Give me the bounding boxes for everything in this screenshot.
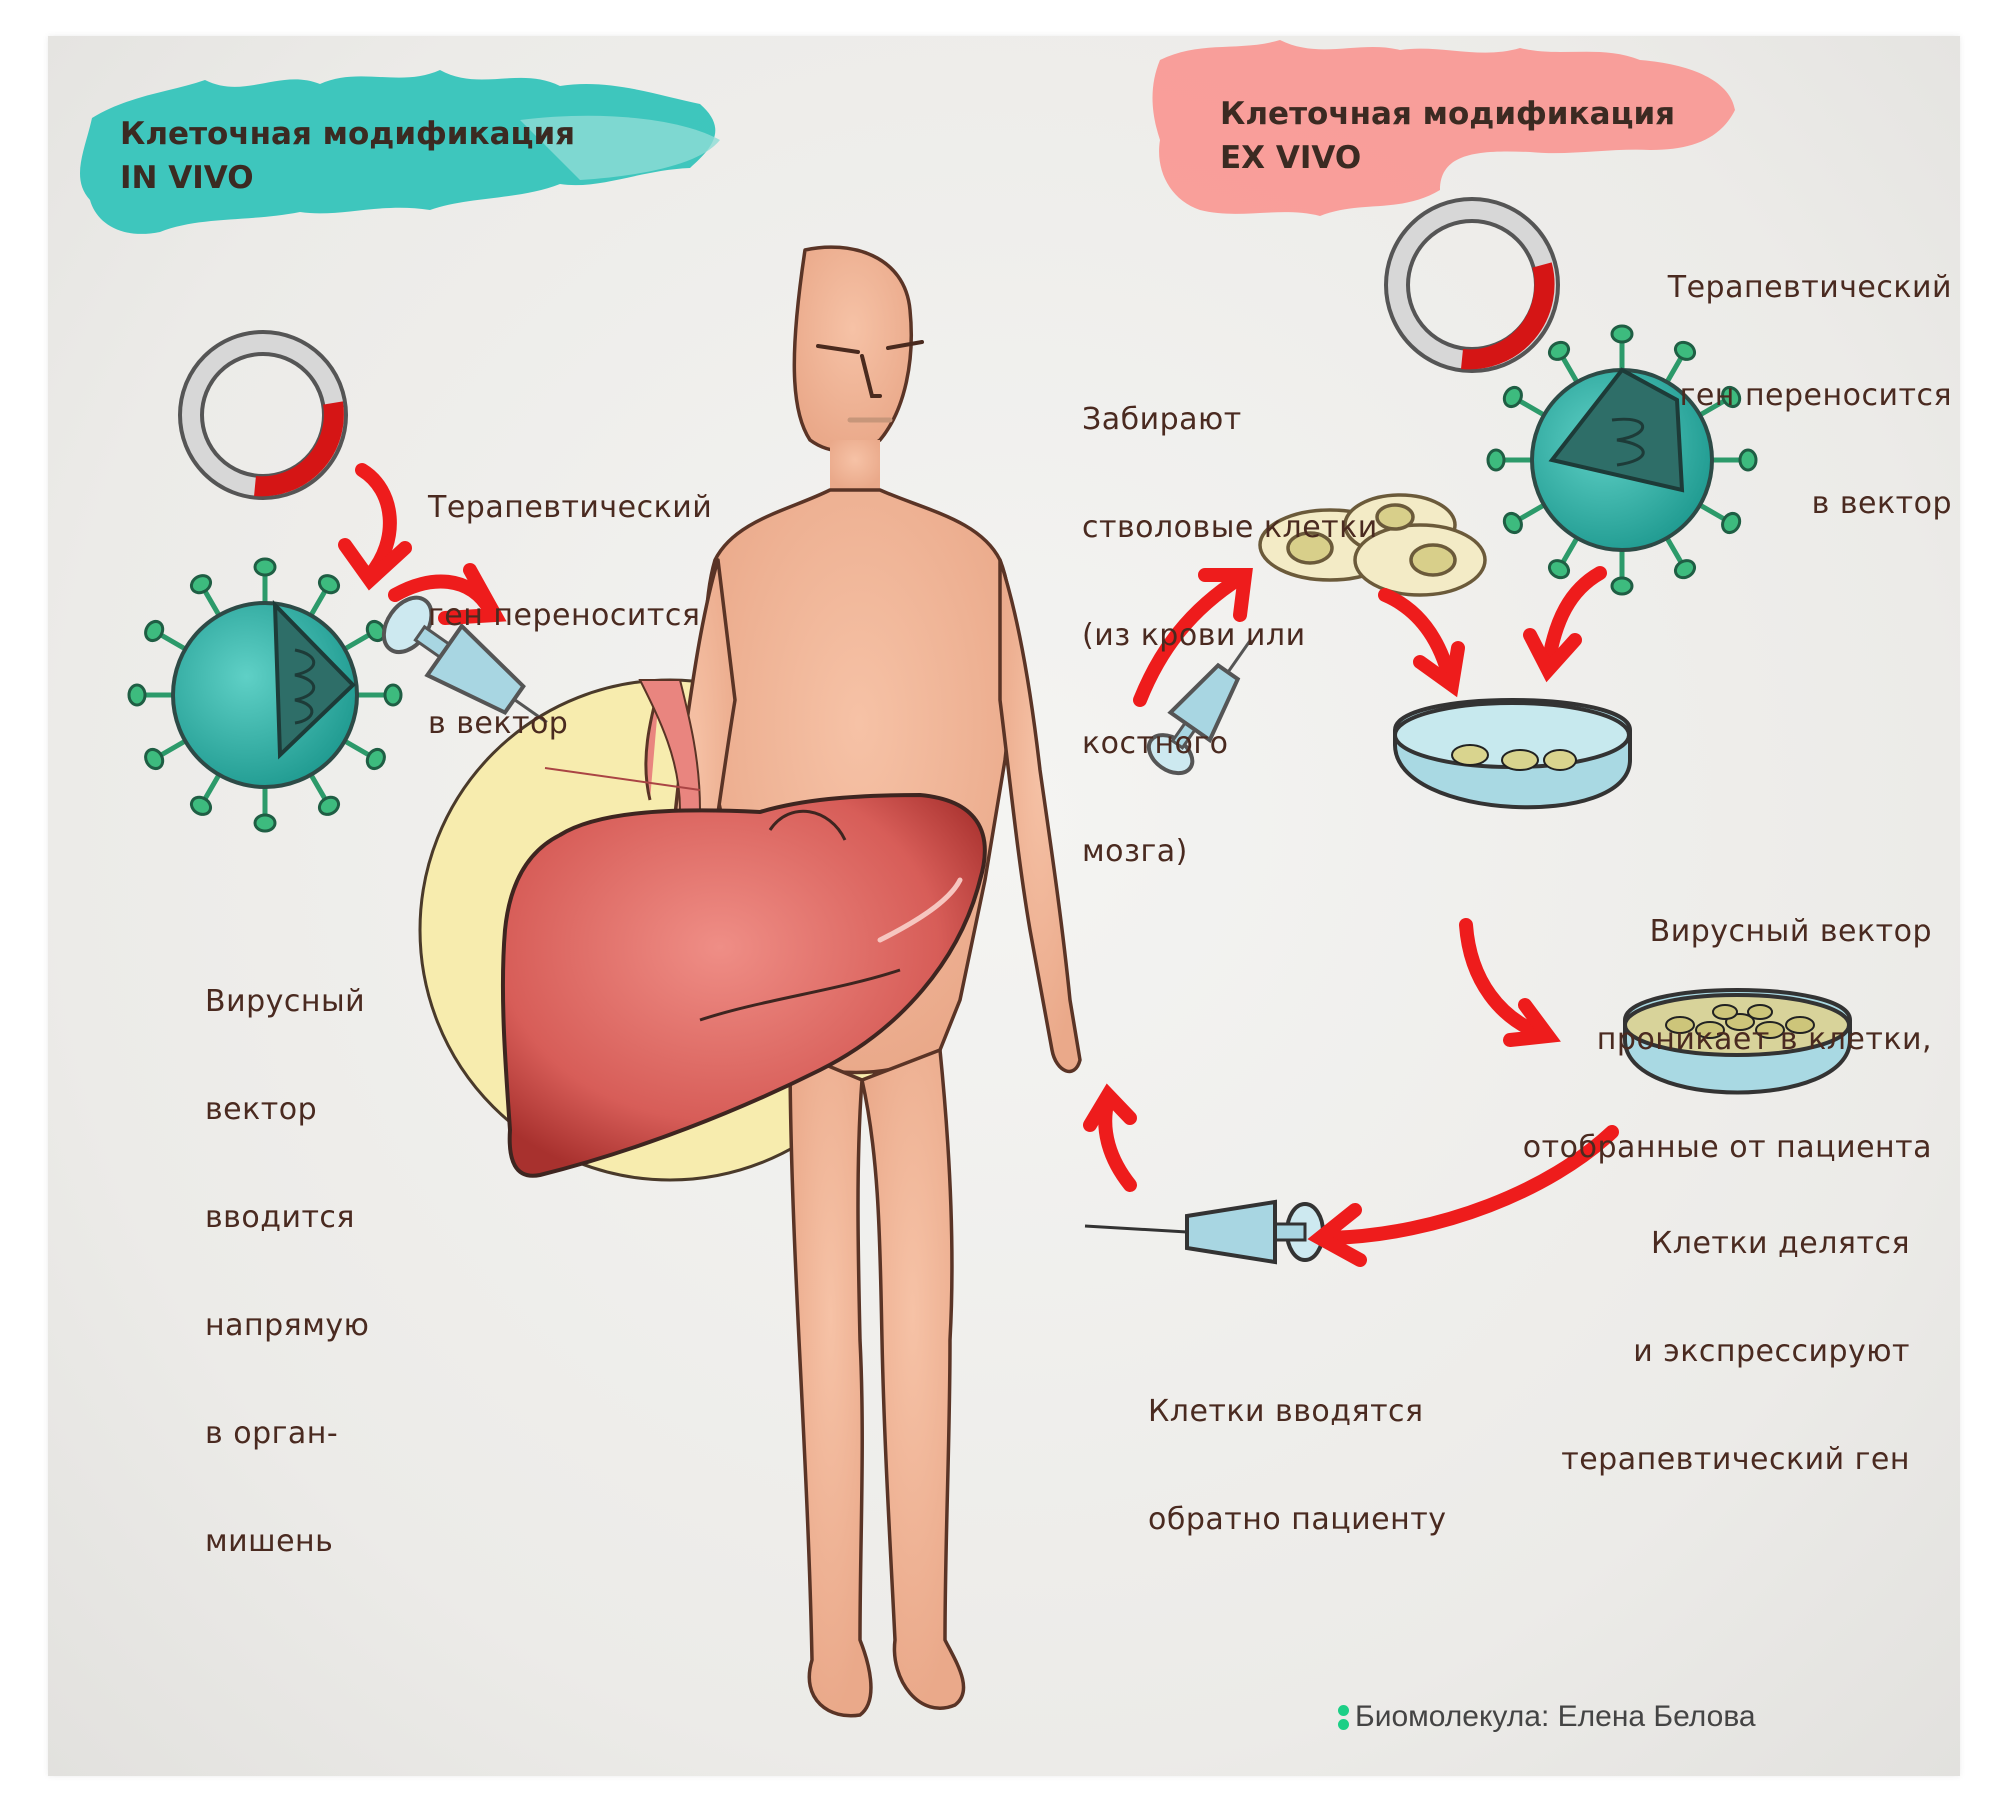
brand-dots-icon: [1338, 1704, 1349, 1730]
ex-vivo-header-brush: [1152, 40, 1735, 216]
caption-line: мишень: [205, 1524, 334, 1559]
ex-vivo-gene-transfer-caption: Терапевтический ген переносится в вектор: [1668, 198, 1952, 558]
syringe-reinfusion-icon: [1084, 1199, 1325, 1265]
caption-line: Клетки делятся: [1651, 1226, 1910, 1261]
caption-line: в орган-: [205, 1416, 339, 1451]
needle-line: [544, 767, 701, 791]
ex-vivo-harvest-caption: Забирают стволовые клетки (из крови или …: [1082, 330, 1378, 906]
credit: Биомолекула: Елена Белова: [1338, 1700, 1756, 1734]
caption-line: вектор: [205, 1092, 318, 1127]
arrow-cells-to-dish: [1378, 588, 1465, 698]
caption-line: Клетки вводятся: [1148, 1394, 1424, 1429]
ex-vivo-expansion-caption: Клетки делятся и экспрессируют терапевти…: [1561, 1154, 1910, 1514]
caption-line: обратно пациенту: [1148, 1502, 1447, 1537]
ex-vivo-header-line1: Клеточная модификация: [1220, 96, 1676, 132]
plasmid-ring-icon: [178, 330, 348, 500]
in-vivo-header-brush: [79, 70, 720, 234]
arrow-expansion-to-syringe: [1307, 1125, 1619, 1267]
caption-line: костного: [1082, 726, 1229, 761]
petri-dish-expanded-icon: [1623, 988, 1852, 1095]
ex-vivo-reinfusion-caption: Клетки вводятся обратно пациенту: [1148, 1322, 1446, 1574]
caption-line: Терапевтический: [428, 490, 713, 525]
caption-line: (из крови или: [1082, 618, 1306, 653]
caption-line: отобранные от пациента: [1522, 1130, 1932, 1165]
caption-line: Вирусный вектор: [1649, 914, 1932, 949]
arrow-head-virus-dish: [1523, 628, 1582, 683]
stem-cells-icon: [1258, 493, 1487, 597]
arrow-plasmid-to-virus: [338, 463, 412, 591]
caption-line: вводится: [205, 1200, 355, 1235]
ex-vivo-transduction-caption: Вирусный вектор проникает в клетки, отоб…: [1523, 842, 1932, 1202]
caption-line: Забирают: [1082, 402, 1242, 437]
caption-line: Терапевтический: [1667, 270, 1952, 305]
arrow-transduction-to-expansion: [1459, 918, 1561, 1047]
caption-line: в вектор: [1811, 486, 1952, 521]
in-vivo-header-line2: IN VIVO: [120, 160, 254, 196]
caption-line: проникает в клетки,: [1596, 1022, 1932, 1057]
caption-line: Вирусный: [205, 984, 366, 1019]
ex-vivo-header-line2: EX VIVO: [1220, 140, 1362, 176]
face-features: [816, 340, 924, 423]
in-vivo-header-line1: Клеточная модификация: [120, 116, 576, 152]
caption-line: терапевтический ген: [1561, 1442, 1910, 1477]
in-vivo-gene-transfer-caption: Терапевтический ген переносится в вектор: [428, 418, 712, 778]
caption-line: ген переносится: [1679, 378, 1952, 413]
paper-background: [48, 36, 1960, 1776]
in-vivo-injection-caption: Вирусный вектор вводится напрямую в орга…: [205, 912, 369, 1596]
caption-line: и экспрессируют: [1633, 1334, 1910, 1369]
arrow-syringe-to-body: [1083, 1083, 1137, 1192]
caption-line: напрямую: [205, 1308, 370, 1343]
caption-line: стволовые клетки: [1082, 510, 1378, 545]
plasmid-ring-icon-ex-vivo: [1384, 197, 1560, 373]
viral-vector-icon-ex-vivo: [1488, 326, 1756, 594]
liver-icon: [500, 679, 987, 1178]
syringe-harvest-icon: [1146, 638, 1253, 776]
caption-line: в вектор: [428, 706, 569, 741]
caption-line: ген переносится: [428, 598, 701, 633]
syringe-icon: [381, 595, 548, 724]
ex-vivo-header: Клеточная модификация EX VIVO: [1220, 92, 1675, 180]
arrow-virus-to-dish: [1541, 566, 1607, 672]
credit-text: Биомолекула: Елена Белова: [1355, 1700, 1756, 1733]
petri-dish-icon: [1393, 698, 1632, 810]
arrow-virus-to-syringe: [388, 563, 507, 625]
viral-vector-icon: [129, 559, 401, 831]
caption-line: мозга): [1082, 834, 1188, 869]
arrow-body-to-cells: [1133, 568, 1253, 707]
in-vivo-header: Клеточная модификация IN VIVO: [120, 112, 575, 200]
